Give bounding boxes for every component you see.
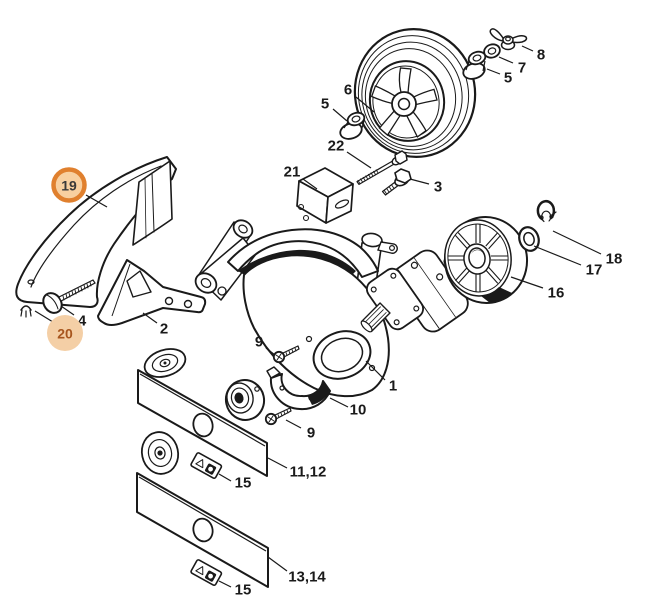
- callout-8: 8: [537, 47, 545, 64]
- callout-17: 17: [586, 262, 603, 279]
- part-16-pulley: [443, 216, 529, 304]
- part-7-washer: [483, 43, 501, 59]
- hotspot-19[interactable]: 19: [51, 167, 87, 203]
- part-17-washer: [518, 226, 540, 252]
- part-18-retaining-clip: [536, 199, 557, 223]
- callout-11-12: 11,12: [290, 464, 327, 481]
- part-4-carriage-bolt: [42, 279, 96, 314]
- callout-9-lower: 9: [307, 425, 315, 442]
- part-19-deflector-guard: [15, 156, 177, 308]
- gearbox-assembly: [360, 249, 469, 333]
- part-1-housing-guard: [194, 219, 390, 398]
- callout-4: 4: [78, 313, 87, 330]
- hotspot-19-ring-circle[interactable]: [51, 167, 87, 203]
- hotspot-20-solid-circle[interactable]: [47, 315, 83, 351]
- callout-18: 18: [606, 251, 623, 268]
- callout-6: 6: [344, 82, 352, 99]
- callout-7: 7: [518, 60, 526, 77]
- part-6-wheel: [353, 28, 477, 158]
- callout-21: 21: [284, 164, 301, 181]
- callout-16: 16: [548, 285, 565, 302]
- warning-triangle-icon: [195, 459, 204, 469]
- part-8-wing-nut: [489, 28, 528, 51]
- wheel-spokes: [370, 67, 438, 138]
- part-5-bushing-left: [339, 111, 366, 140]
- callout-15-upper: 15: [235, 475, 252, 492]
- part-9-screw-lower: [264, 407, 292, 426]
- warning-triangle-icon: [195, 566, 204, 576]
- blade-hub-disc-left: [140, 431, 180, 475]
- hotspot-20-label[interactable]: 20: [57, 326, 73, 342]
- callout-2: 2: [160, 321, 168, 338]
- part-15-safety-label-lower: [190, 559, 223, 586]
- callout-5-right: 5: [504, 70, 512, 87]
- part-2-support-bracket: [97, 259, 207, 326]
- part-20-push-nut: [20, 305, 32, 318]
- part-21-clamp-block: [296, 167, 354, 224]
- hotspot-20[interactable]: 20: [47, 315, 83, 351]
- part-15-safety-label-upper: [190, 452, 223, 479]
- callout-labels: 1 2 3 4 5 5 6 7 8 9 9 10 11,12 13,14 15 …: [78, 47, 623, 599]
- pulley-spokes: [448, 224, 508, 292]
- callout-13-14: 13,14: [288, 569, 326, 586]
- part-10-guard-insert: [266, 366, 331, 411]
- callout-15-lower: 15: [235, 582, 252, 599]
- part-3-screw: [381, 168, 412, 196]
- part-22-bolt: [356, 150, 408, 185]
- blade-thrust-hub: [224, 379, 266, 421]
- part-13-14-blade: [136, 472, 269, 588]
- callout-10: 10: [350, 402, 367, 419]
- splined-shaft: [360, 302, 391, 333]
- blade-hub-disc-middle: [143, 348, 187, 378]
- callout-22: 22: [328, 138, 345, 155]
- callout-1: 1: [389, 378, 397, 395]
- hotspot-19-label[interactable]: 19: [61, 178, 77, 194]
- part-11-12-blade: [137, 369, 268, 479]
- part-5-bushing-right: [462, 50, 487, 80]
- callout-5-left: 5: [321, 96, 329, 113]
- callout-3: 3: [434, 179, 442, 196]
- callout-9-upper: 9: [255, 334, 263, 351]
- leader-lines: [34, 45, 602, 588]
- part-9-screw-upper: [272, 345, 300, 364]
